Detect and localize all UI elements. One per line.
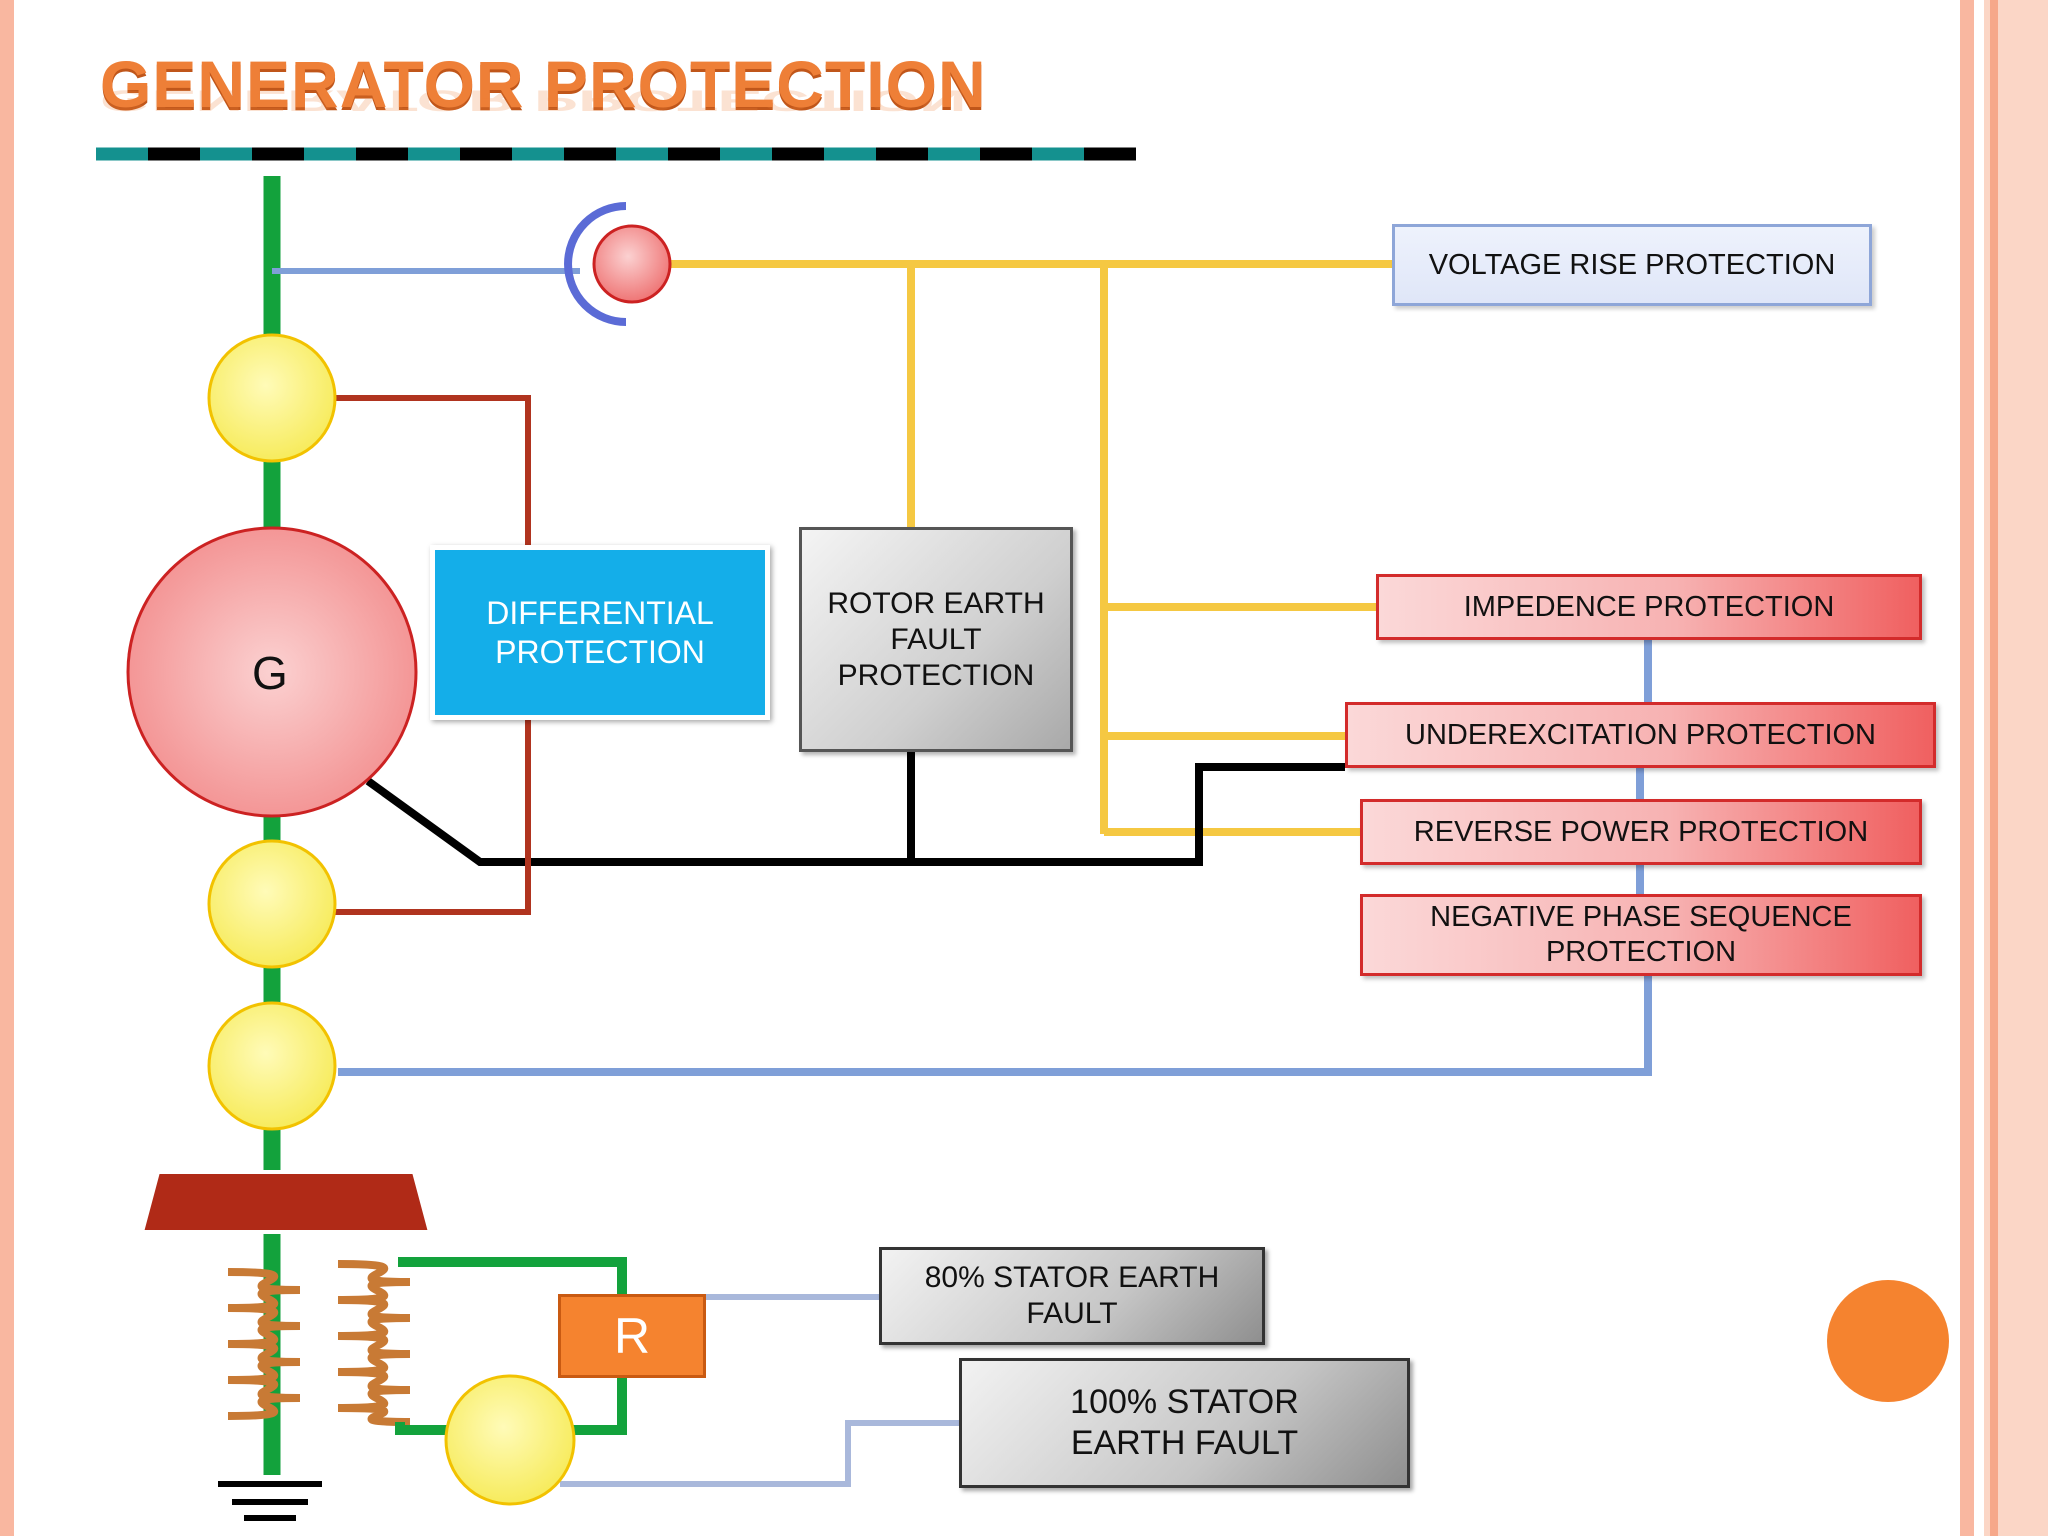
reverse-power-protection-box: REVERSE POWER PROTECTION xyxy=(1360,799,1922,865)
resistor-box: R xyxy=(558,1294,706,1378)
stator-100-link xyxy=(560,1420,962,1487)
generator-circle xyxy=(126,526,418,818)
impedence-protection-box: IMPEDENCE PROTECTION xyxy=(1376,574,1922,640)
ct-circle-top xyxy=(207,333,337,463)
generator-label: G xyxy=(252,647,288,699)
differential-protection-box: DIFFERENTIAL PROTECTION xyxy=(430,545,770,720)
ct-circle-earth xyxy=(444,1374,576,1506)
stator-100-earth-fault-box: 100% STATOR EARTH FAULT xyxy=(959,1358,1410,1488)
coil-left-icon xyxy=(227,1268,301,1420)
decorative-orange-circle xyxy=(1827,1280,1949,1402)
ground-icon xyxy=(218,1481,322,1521)
stator-loop-line-left xyxy=(395,1422,450,1435)
stator-loop-line xyxy=(398,1257,627,1296)
coil-right-icon xyxy=(337,1260,411,1426)
stator-80-earth-fault-box: 80% STATOR EARTH FAULT xyxy=(879,1247,1265,1345)
ct-circle-bottom xyxy=(207,1001,337,1131)
differential-lines xyxy=(334,395,531,915)
ct-circle-middle xyxy=(207,839,337,969)
rotor-earth-line xyxy=(365,763,1345,866)
stator-loop-line-lower xyxy=(568,1374,627,1435)
rotor-earth-fault-protection-box: ROTOR EARTH FAULT PROTECTION xyxy=(799,527,1073,752)
signal-lines-yellow xyxy=(668,260,1392,836)
transformer-block xyxy=(139,1170,433,1234)
negative-phase-sequence-protection-box: NEGATIVE PHASE SEQUENCE PROTECTION xyxy=(1360,894,1922,976)
underexcitation-protection-box: UNDEREXCITATION PROTECTION xyxy=(1345,702,1936,768)
relay-chain-lines xyxy=(338,638,1652,1076)
voltage-rise-protection-box: VOLTAGE RISE PROTECTION xyxy=(1392,224,1872,306)
voltage-transformer-icon xyxy=(564,202,672,326)
page-title: GENERATOR PROTECTION xyxy=(100,47,987,121)
